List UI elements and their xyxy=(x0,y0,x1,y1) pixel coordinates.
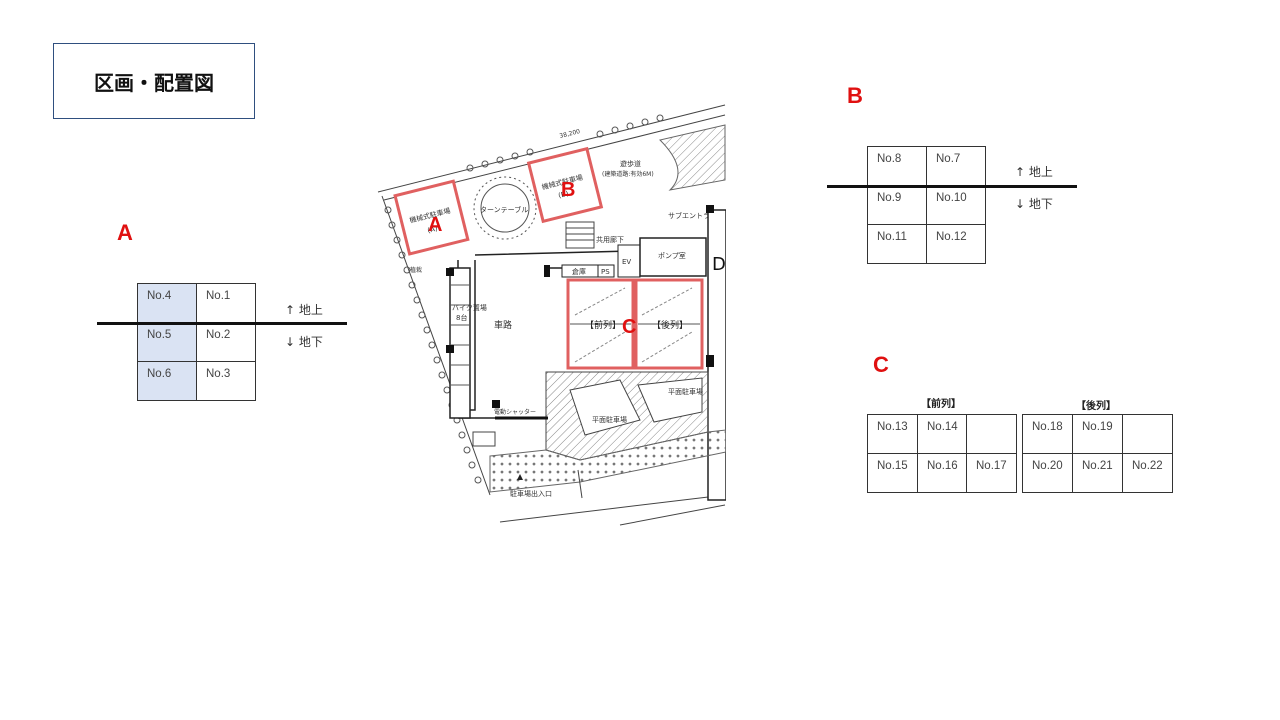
level-down-a: ↓ 地下 xyxy=(285,335,323,349)
slot-cell: No.3 xyxy=(196,361,256,401)
bike-parking-label: バイク置場 xyxy=(452,303,487,312)
section-c-front-table: No.13 No.14 No.15 No.16 No.17 xyxy=(867,414,1017,493)
plan-label-b: B xyxy=(561,179,575,201)
slot-cell: No.20 xyxy=(1022,453,1073,493)
slot-cell: No.14 xyxy=(917,414,967,454)
parking-lot-label: 平面駐車場 xyxy=(592,415,627,424)
svg-text:倉庫: 倉庫 xyxy=(572,267,586,276)
slot-cell: No.8 xyxy=(867,146,927,186)
bike-parking xyxy=(449,267,471,419)
slot-cell: No.5 xyxy=(137,322,197,362)
parking-c-rear: 【後列】 xyxy=(634,278,704,370)
common-corridor-label: 共用廊下 xyxy=(596,235,624,244)
front-row-heading: 【前列】 xyxy=(921,399,961,410)
svg-text:(B): (B) xyxy=(557,189,569,199)
slot-cell: No.10 xyxy=(926,185,986,225)
turntable-label: ターンテーブル xyxy=(480,205,528,214)
slot-cell: No.15 xyxy=(867,453,918,493)
sub-entrance-label: サブエントランス xyxy=(668,211,724,220)
section-b-table: No.8 No.7 No.9 No.10 No.11 No.12 xyxy=(867,146,986,264)
slot-cell xyxy=(1122,414,1173,454)
slot-cell: No.7 xyxy=(926,146,986,186)
slot-cell: No.16 xyxy=(917,453,967,493)
section-c-rear-table: No.18 No.19 No.20 No.21 No.22 xyxy=(1022,414,1173,493)
svg-text:(A): (A) xyxy=(427,224,439,234)
pump-room xyxy=(639,237,707,277)
slot-cell: No.19 xyxy=(1072,414,1123,454)
slot-cell: No.22 xyxy=(1122,453,1173,493)
title-box: 区画・配置図 xyxy=(53,43,255,119)
slot-cell: No.4 xyxy=(137,283,197,323)
planting-top xyxy=(466,114,664,172)
plan-label-c: C xyxy=(622,316,636,338)
slot-cell: No.13 xyxy=(867,414,918,454)
svg-text:EV: EV xyxy=(622,258,631,266)
slot-cell: No.2 xyxy=(196,322,256,362)
svg-text:【後列】: 【後列】 xyxy=(652,319,688,331)
slot-cell: No.11 xyxy=(867,224,927,264)
slot-cell: No.9 xyxy=(867,185,927,225)
slot-cell: No.6 xyxy=(137,361,197,401)
road-label: 車路 xyxy=(494,319,512,331)
d-label: D xyxy=(712,254,726,275)
slot-cell: No.1 xyxy=(196,283,256,323)
ground-line-a xyxy=(97,322,347,325)
bike-count-label: 8台 xyxy=(456,313,467,322)
entrance-label: 駐車場出入口 xyxy=(510,489,552,498)
slot-cell: No.18 xyxy=(1022,414,1073,454)
rear-row-heading: 【後列】 xyxy=(1076,401,1116,412)
ps-room xyxy=(597,264,615,278)
slot-cell xyxy=(966,414,1017,454)
stairs xyxy=(565,221,595,249)
svg-text:PS: PS xyxy=(601,268,610,276)
level-down-b: ↓ 地下 xyxy=(1015,197,1053,211)
svg-text:ポンプ室: ポンプ室 xyxy=(658,251,686,260)
dimension-text: 38,200 xyxy=(559,128,581,140)
svg-text:【前列】: 【前列】 xyxy=(585,319,621,331)
utility-box xyxy=(472,431,496,447)
turntable-circle xyxy=(473,176,537,240)
mech-parking-b: 機械式駐車場 (B) xyxy=(526,146,604,224)
parking-c-front: 【前列】 xyxy=(566,278,635,370)
page-title: 区画・配置図 xyxy=(94,70,214,95)
walkway-note: (建築道路:有効6M) xyxy=(602,170,654,178)
walkway-hatch xyxy=(659,124,726,191)
slot-cell: No.12 xyxy=(926,224,986,264)
mech-parking-a: 機械式駐車場 (A) xyxy=(393,179,470,256)
planting-label: 植栽 xyxy=(410,266,422,274)
ground-line-b xyxy=(827,185,1077,188)
section-a-table: No.4 No.1 No.5 No.2 No.6 No.3 xyxy=(137,283,256,401)
paving-band xyxy=(489,429,726,493)
section-a-label: A xyxy=(117,220,133,245)
section-c-label: C xyxy=(873,352,889,377)
slot-cell: No.21 xyxy=(1072,453,1123,493)
level-up-b: ↑ 地上 xyxy=(1015,165,1053,179)
plan-label-a: A xyxy=(428,214,442,236)
level-up-a: ↑ 地上 xyxy=(285,303,323,317)
shutter-label: 電動シャッター xyxy=(494,408,536,416)
walkway-label: 遊歩道 xyxy=(620,159,641,168)
site-plan-drawing: 38,200 遊歩道 (建築道路:有効6M) 機械式駐車場 (A) A ターンテ… xyxy=(377,104,726,526)
flat-parking-label: 平面駐車場 xyxy=(668,387,703,396)
slot-cell: No.17 xyxy=(966,453,1017,493)
section-b-label: B xyxy=(847,83,863,108)
